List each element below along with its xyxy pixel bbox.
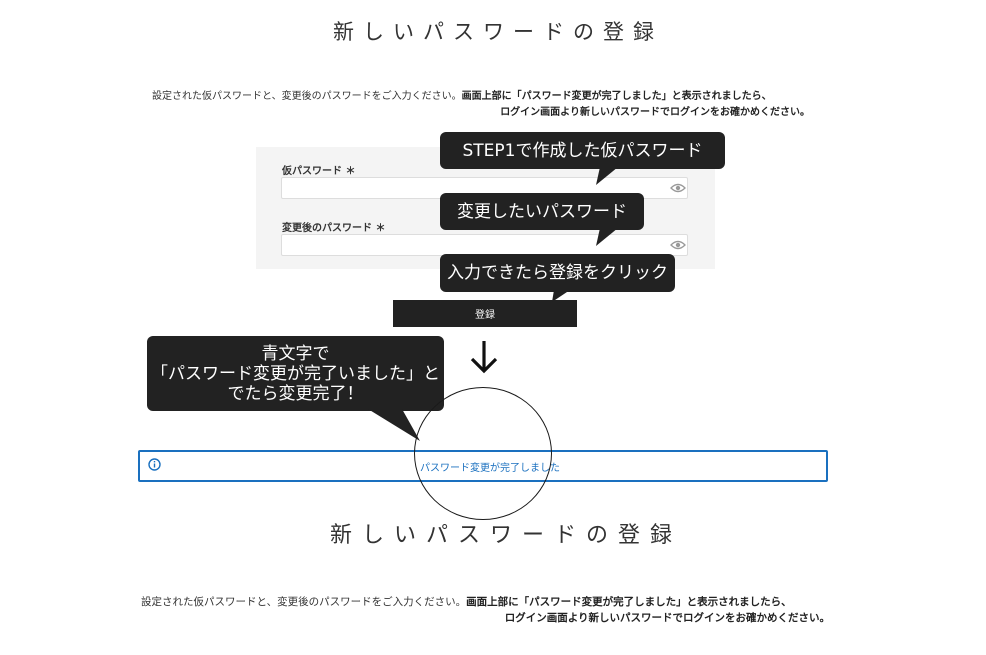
instructions-line2: ログイン画面より新しいパスワードでログインをお確かめください。	[480, 105, 810, 121]
callout-step1-text: STEP1で作成した仮パスワード	[462, 140, 703, 161]
instructions-bold-2: ログイン画面より新しいパスワードでログインをお確かめください。	[500, 107, 810, 118]
callout-completion-line2: 「パスワード変更が完了いました」と	[151, 363, 440, 384]
highlight-circle	[414, 387, 552, 520]
instructions-bottom: 設定された仮パスワードと、変更後のパスワードをご入力ください。画面上部に「パスワ…	[141, 594, 792, 610]
callout-completion-line3: でたら変更完了！	[227, 383, 364, 404]
temp-password-label: 仮パスワード ＊	[282, 166, 356, 177]
callout-completion-line1: 青文字で	[261, 343, 330, 364]
eye-icon[interactable]	[670, 240, 686, 250]
callout-tail	[596, 167, 618, 185]
callout-step1: STEP1で作成した仮パスワード	[440, 132, 725, 169]
callout-click-register-text: 入力できたら登録をクリック	[447, 263, 668, 283]
instructions: 設定された仮パスワードと、変更後のパスワードをご入力ください。画面上部に「パスワ…	[152, 89, 772, 105]
instructions-bold-2: ログイン画面より新しいパスワードでログインをお確かめください。	[504, 612, 830, 624]
callout-new-password: 変更したいパスワード	[440, 193, 644, 230]
arrow-down-icon	[470, 341, 498, 374]
callout-new-password-text: 変更したいパスワード	[457, 201, 627, 222]
callout-completion: 青文字で 「パスワード変更が完了いました」と でたら変更完了！	[147, 336, 444, 411]
eye-icon[interactable]	[670, 183, 686, 193]
register-button[interactable]: 登録	[393, 300, 577, 327]
instructions-normal: 設定された仮パスワードと、変更後のパスワードをご入力ください。	[152, 91, 462, 102]
new-password-input[interactable]	[281, 234, 688, 256]
new-password-label: 変更後のパスワード ＊	[282, 223, 386, 234]
page-title: 新しいパスワードの登録	[333, 20, 663, 44]
page-title-bottom: 新しいパスワードの登録	[330, 523, 683, 548]
callout-tail	[552, 290, 570, 302]
instructions-bottom-line2: ログイン画面より新しいパスワードでログインをお確かめください。	[480, 610, 830, 626]
instructions-bold-1: 画面上部に「パスワード変更が完了しました」と表示されましたら、	[466, 596, 792, 608]
callout-tail	[596, 228, 618, 246]
callout-tail	[368, 409, 420, 441]
callout-click-register: 入力できたら登録をクリック	[440, 254, 675, 292]
instructions-normal: 設定された仮パスワードと、変更後のパスワードをご入力ください。	[141, 596, 467, 608]
instructions-bold-1: 画面上部に「パスワード変更が完了しました」と表示されましたら、	[461, 91, 772, 102]
info-icon	[148, 458, 161, 471]
